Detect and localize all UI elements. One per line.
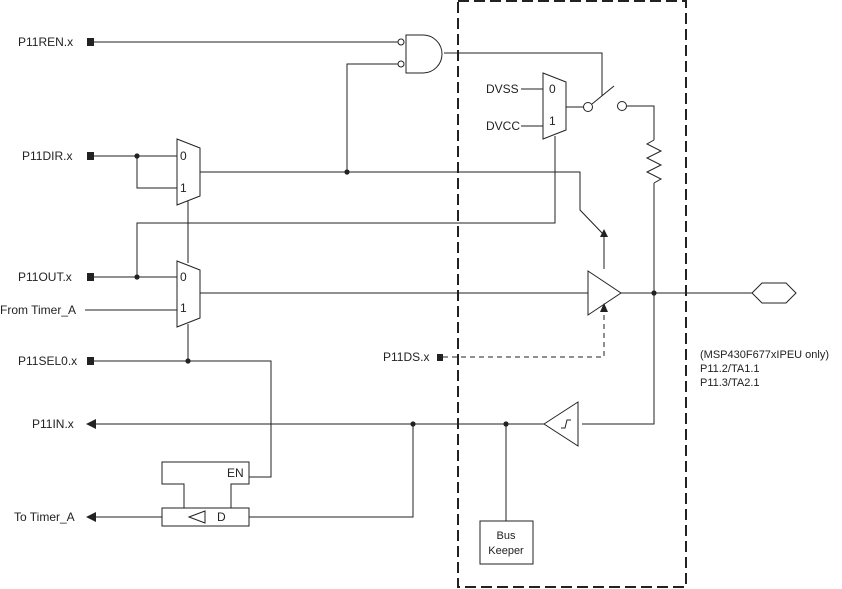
terminal-square [87,38,94,46]
label-from-timer: From Timer_A [0,303,76,317]
enable-arrow [600,229,608,237]
junction-dot [134,274,140,280]
switch-res-wire [627,105,655,140]
dir-mux [176,138,201,206]
out-sel-wire [136,136,556,277]
bus-keeper [479,520,534,565]
arrow-left-icon [86,419,96,429]
dir-loop-wire [136,156,177,189]
latch-d-wire [249,424,414,518]
dir-mux-0: 0 [180,149,187,163]
label-p11ds: P11DS.x [383,350,429,364]
label-p11dir: P11DIR.x [22,149,72,163]
bus-keeper-label-2: Keeper [488,545,524,557]
supply-mux-1: 1 [549,114,556,128]
bus-keeper-label-1: Bus [497,530,516,542]
drive-strength-arrow [600,303,608,312]
device-boundary [457,0,687,588]
junction-dot [185,358,191,364]
pad-net-wire [582,183,655,425]
and-out-wire [444,52,603,96]
label-p11sel0: P11SEL0.x [18,354,77,368]
note-line-2: P11.2/TA1.1 [700,363,760,375]
input-buffer [543,401,579,447]
and-input-inverter [397,60,405,68]
and-input-inverter [397,38,405,46]
label-dvss: DVSS [486,82,519,96]
switch-contact [583,102,593,112]
label-p11ren: P11REN.x [18,35,73,49]
latch-d-label: D [217,510,226,524]
switch-contact [617,101,627,111]
out-mux-1: 1 [180,301,187,315]
pullup-resistor [645,139,663,184]
d-latch [161,461,250,527]
ds-wire [443,313,605,358]
schmitt-trigger-icon [561,419,571,429]
terminal-square [87,152,94,160]
latch-en-label: EN [227,466,244,480]
note-line-3: P11.3/TA2.1 [700,377,760,389]
and-gate [405,34,443,74]
supply-mux-0: 0 [549,82,556,96]
out-mux [176,260,201,328]
terminal-square [87,357,94,365]
note-line-1: (MSP430F677xIPEU only) [700,349,829,361]
junction-dot [134,153,140,159]
label-p11in: P11IN.x [32,417,74,431]
io-pad [751,282,797,304]
terminal-square [437,354,443,361]
sel0-wire [93,360,272,478]
label-p11out: P11OUT.x [18,270,72,284]
and-dir-wire [346,63,398,172]
label-dvcc: DVCC [486,119,520,133]
junction-dot [410,421,416,427]
out-mux-0: 0 [180,270,187,284]
label-to-timer: To Timer_A [14,510,75,524]
terminal-square [87,273,94,281]
arrow-left-icon [86,512,96,522]
switch-arm [591,85,615,105]
junction-dot [651,290,657,296]
dir-out-wire [200,171,605,269]
dir-mux-1: 1 [180,181,187,195]
output-driver [587,270,622,316]
junction-dot [344,169,350,175]
supply-mux [542,72,567,140]
junction-dot [503,421,509,427]
latch-clock-icon [187,510,206,524]
